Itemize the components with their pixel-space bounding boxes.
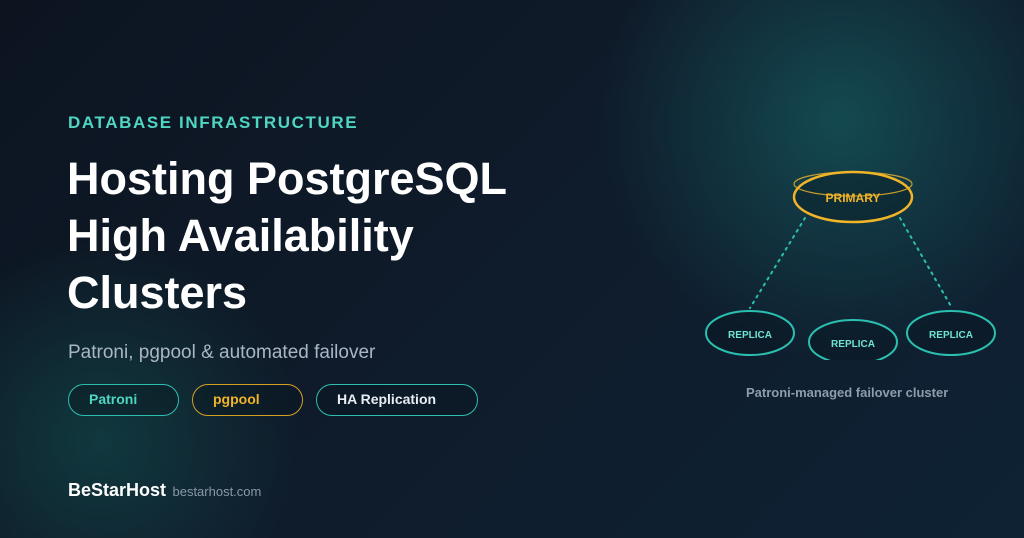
replica-label: REPLICA bbox=[728, 330, 772, 341]
diagram-caption: Patroni-managed failover cluster bbox=[746, 385, 949, 400]
connector-left bbox=[749, 217, 806, 309]
tag-patroni: Patroni bbox=[68, 384, 179, 416]
primary-node: PRIMARY bbox=[792, 170, 914, 224]
title-line: High Availability bbox=[67, 210, 414, 261]
replica-node: REPLICA bbox=[906, 310, 996, 356]
tag-ha-replication: HA Replication bbox=[316, 384, 478, 416]
replica-label: REPLICA bbox=[831, 339, 875, 350]
subtitle: Patroni, pgpool & automated failover bbox=[68, 342, 376, 363]
replica-label: REPLICA bbox=[929, 330, 973, 341]
title-line: Hosting PostgreSQL bbox=[67, 153, 508, 204]
replica-node: REPLICA bbox=[705, 310, 795, 356]
cluster-diagram: PRIMARY REPLICA REPLICA REPLICA bbox=[705, 170, 996, 360]
brand-name: BeStarHost bbox=[68, 480, 167, 500]
eyebrow-label: DATABASE INFRASTRUCTURE bbox=[68, 113, 359, 132]
brand: BeStarHost bestarhost.com bbox=[68, 480, 261, 501]
tag-pgpool: pgpool bbox=[192, 384, 303, 416]
connector-right bbox=[899, 217, 953, 309]
page-title: Hosting PostgreSQL High Availability Clu… bbox=[67, 150, 587, 321]
replica-node: REPLICA bbox=[808, 319, 898, 360]
primary-label: PRIMARY bbox=[826, 191, 881, 205]
title-line: Clusters bbox=[67, 267, 248, 318]
brand-url: bestarhost.com bbox=[172, 484, 262, 499]
